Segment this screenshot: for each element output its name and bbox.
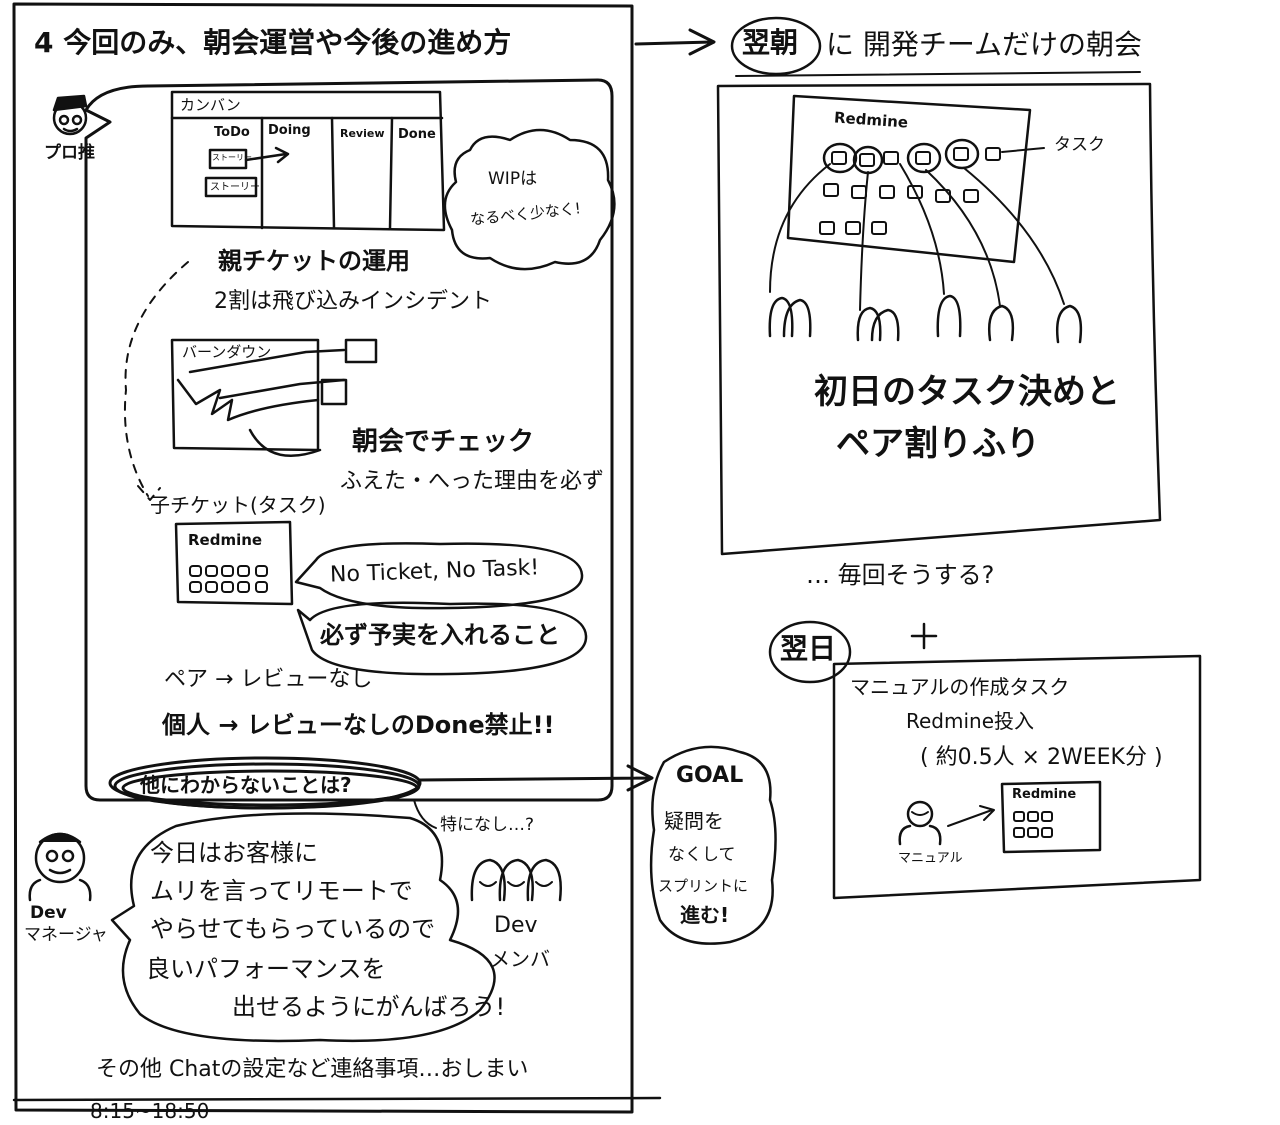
estimate-text: ( 約0.5人 × 2WEEK分 ) — [920, 745, 1163, 770]
goal-line-3: スプリントに — [658, 877, 749, 895]
pm-face — [52, 94, 88, 136]
redmine-board-small — [1000, 780, 1102, 854]
dev-manager-label-1: Dev — [30, 903, 67, 923]
first-day-line-2: ペア割りふり — [836, 424, 1040, 464]
manager-speech-bubble — [110, 812, 496, 1043]
redmine-label-small: Redmine — [1012, 787, 1077, 802]
footer-note: その他 Chatの設定など連絡事項…おしまい — [96, 1057, 529, 1082]
speech-line-1: 今日はお客様に — [150, 839, 318, 867]
kanban-card-2: ストーリー — [210, 182, 260, 193]
speech-line-3: やらせてもらっているので — [150, 915, 436, 943]
speech-line-2: ムリを言ってリモートで — [150, 877, 413, 905]
time-range: 8:15~18:50 — [90, 1099, 210, 1123]
flow-curve — [123, 261, 189, 501]
dev-members-label-1: Dev — [494, 913, 538, 938]
wip-cloud — [443, 128, 616, 271]
reason-note: ふえた・へった理由を必ず — [340, 469, 605, 494]
no-ticket-bubble — [294, 542, 584, 610]
manual-label: マニュアル — [898, 851, 963, 866]
wip-line-1: WIPは — [488, 169, 538, 189]
bottom-rule — [12, 1096, 662, 1102]
kanban-card-1: ストーリー — [212, 153, 252, 162]
pm-label: プロ推 — [44, 143, 95, 163]
every-time-question: … 毎回そうする? — [806, 561, 995, 589]
arrow-nothing — [413, 799, 437, 829]
kanban-col-done: Done — [398, 127, 436, 142]
section-heading: 4 今回のみ、朝会運営や今後の進め方 — [34, 26, 512, 59]
dev-members-label-2: メンバ — [490, 947, 550, 971]
first-day-line-1: 初日のタスク決めと — [814, 372, 1120, 412]
arrow-to-goal — [418, 764, 654, 792]
parent-ticket-text: 親チケットの運用 — [218, 247, 410, 275]
redmine-input-text: Redmine投入 — [906, 709, 1035, 733]
goal-line-4: 進む! — [680, 903, 730, 927]
right-panel-frame — [716, 82, 1162, 556]
child-ticket-label: 子チケット(タスク) — [150, 493, 326, 517]
dev-manager-face — [28, 832, 92, 902]
kanban-col-review: Review — [340, 127, 385, 140]
right-heading: に 開発チームだけの朝会 — [826, 28, 1143, 61]
burndown-label: バーンダウン — [182, 343, 272, 361]
plus-sign — [910, 622, 938, 650]
next-morning-label: 翌朝 — [742, 26, 799, 59]
manual-person — [898, 800, 942, 846]
assignment-lines — [769, 163, 1065, 311]
next-day-circle — [768, 620, 852, 684]
redmine-label-left: Redmine — [188, 531, 263, 549]
goal-line-1: 疑問を — [664, 809, 724, 833]
solo-review: 個人 → レビューなしのDone禁止!! — [162, 711, 555, 739]
goal-bubble — [649, 745, 777, 945]
kanban-board — [170, 90, 446, 232]
question-ring — [108, 756, 422, 810]
task-label: タスク — [1054, 135, 1105, 155]
pair-review: ペア → レビューなし — [164, 667, 373, 692]
dev-manager-label-2: マネージャ — [24, 925, 108, 945]
question-text: 他にわからないことは? — [140, 773, 352, 797]
goal-title: GOAL — [676, 763, 744, 788]
kanban-col-todo: ToDo — [214, 125, 250, 140]
plan-actual-text: 必ず予実を入れること — [320, 621, 560, 649]
nothing-special: 特になし…? — [440, 815, 535, 835]
burndown-chart — [170, 338, 378, 458]
dev-members-faces — [470, 858, 562, 902]
plan-actual-bubble — [296, 601, 588, 676]
left-frame — [12, 2, 634, 1114]
incident-note: 2割は飛び込みインシデント — [214, 289, 492, 314]
kanban-col-doing: Doing — [268, 123, 311, 138]
next-day-panel — [832, 654, 1202, 900]
morning-check: 朝会でチェック — [352, 427, 535, 457]
manual-task-text: マニュアルの作成タスク — [850, 675, 1070, 699]
redmine-board-left — [174, 520, 294, 606]
kanban-title: カンバン — [180, 96, 241, 114]
people-icons — [768, 294, 1083, 344]
speech-line-4: 良いパフォーマンスを — [146, 955, 386, 983]
speech-line-5: 出せるようにがんばろう! — [232, 993, 506, 1021]
arrow-to-redmine — [947, 805, 995, 827]
pm-speech-bubble — [84, 78, 614, 802]
next-morning-circle — [730, 16, 822, 76]
next-day-label: 翌日 — [780, 632, 837, 665]
arrow-to-next-morning — [634, 28, 716, 56]
redmine-board-right — [786, 94, 1045, 264]
goal-line-2: なくして — [668, 845, 736, 865]
